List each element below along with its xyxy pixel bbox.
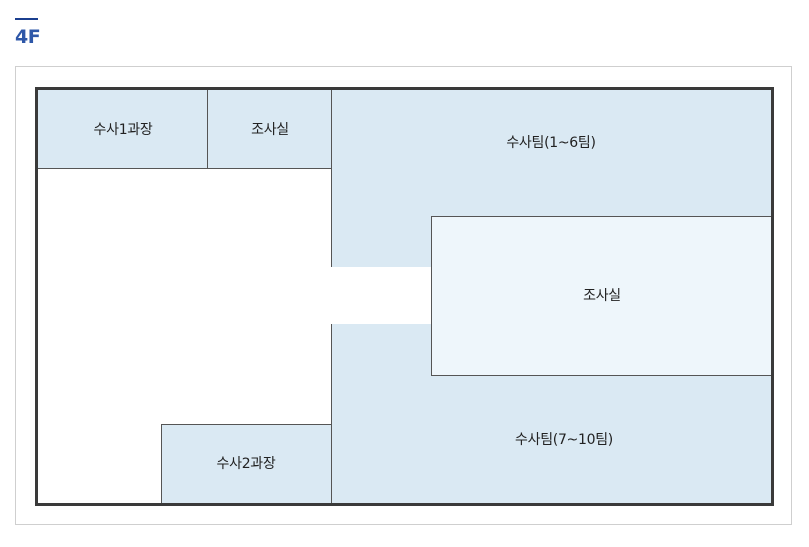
label-investigation-section-1-chief: 수사1과장 [93,122,153,138]
room-investigation-teams-1-6-top[interactable] [331,90,771,216]
room-investigation-teams-7-10-corridor [331,324,431,376]
wall-interview-center-top [431,216,771,217]
wall-teams-7-10-left [331,324,332,503]
wall-interview-center-left [431,216,432,376]
room-investigation-section-2-chief[interactable] [161,424,331,503]
room-investigation-section-1-chief[interactable] [38,90,208,168]
room-interview-upper[interactable] [208,90,331,168]
label-investigation-teams-1-6: 수사팀(1~6팀) [506,135,596,151]
wall-section1-bottom [38,168,331,169]
room-investigation-teams-1-6-corridor [331,216,431,267]
floor-heading-bar [15,18,38,20]
label-investigation-teams-7-10: 수사팀(7~10팀) [515,432,613,448]
floor-plan: 수사1과장 조사실 수사팀(1~6팀) 조사실 수사팀(7~10팀) 수사2과장 [35,87,774,506]
wall-section2-top [161,424,331,425]
label-interview-upper: 조사실 [251,122,289,138]
label-investigation-section-2-chief: 수사2과장 [216,456,276,472]
label-interview-center: 조사실 [583,288,621,304]
wall-section2-left [161,424,162,503]
wall-section1-right [207,90,208,168]
wall-interview-upper-right [331,90,332,267]
wall-interview-center-bottom [431,375,771,376]
room-investigation-teams-7-10-bottom[interactable] [331,376,771,503]
floor-label: 4F [15,26,41,48]
room-interview-center[interactable] [431,216,771,376]
